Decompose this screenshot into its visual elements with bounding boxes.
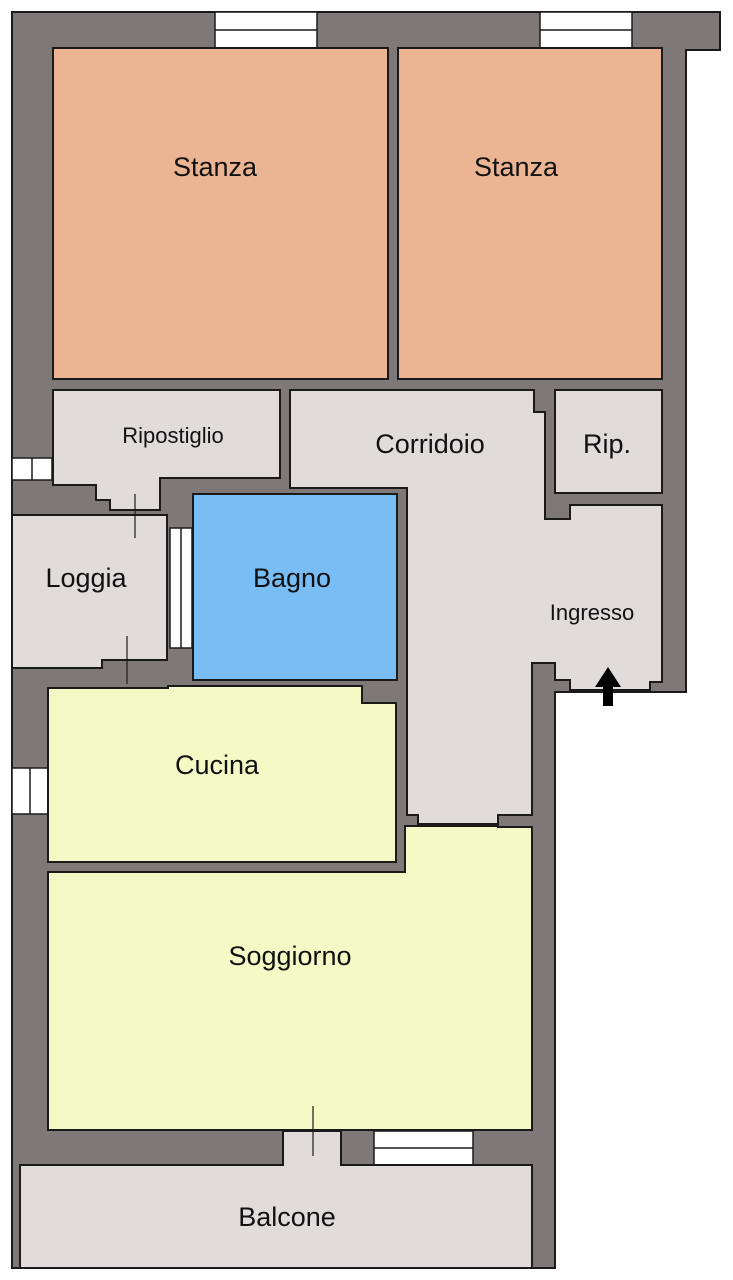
room-stanza-1 [52,47,389,380]
room-rip [554,389,663,494]
room-stanza-2 [397,47,663,380]
label-stanza-2: Stanza [474,152,559,182]
label-bagno: Bagno [253,563,331,593]
room-cucina [47,685,397,863]
label-stanza-1: Stanza [173,152,258,182]
room-corridoio-ingresso [289,389,663,825]
label-balcone: Balcone [238,1202,336,1232]
label-rip: Rip. [583,429,631,459]
label-corridoio: Corridoio [375,429,485,459]
label-loggia: Loggia [45,563,127,593]
door-marks [110,494,314,1156]
room-loggia [11,514,168,669]
room-bagno [192,493,398,681]
rooms [11,47,663,1269]
room-balcone [19,1130,533,1269]
room-soggiorno [47,825,533,1131]
label-soggiorno: Soggiorno [228,941,351,971]
label-ingresso: Ingresso [550,600,634,625]
room-labels: Stanza Stanza Ripostiglio Corridoio Rip.… [45,152,634,1232]
label-cucina: Cucina [175,750,260,780]
entrance-arrow-icon [595,667,621,706]
label-ripostiglio: Ripostiglio [122,423,224,448]
windows [11,11,633,1166]
